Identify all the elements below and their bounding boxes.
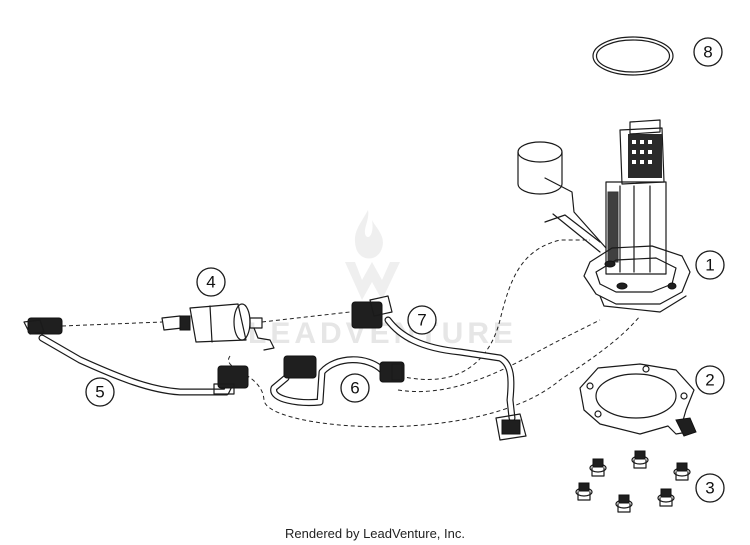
svg-text:3: 3	[705, 479, 714, 498]
callout-7: 7	[407, 305, 437, 335]
svg-text:7: 7	[417, 311, 426, 330]
part-4-fuel-filter	[161, 303, 275, 351]
svg-text:1: 1	[705, 256, 714, 275]
part-7-fuel-hose	[351, 295, 527, 441]
callout-2: 2	[695, 365, 725, 395]
part-5-fuel-hose	[23, 317, 249, 396]
callout-8: 8	[693, 37, 723, 67]
svg-text:8: 8	[703, 43, 712, 62]
svg-text:6: 6	[350, 379, 359, 398]
part-6-fuel-hose	[270, 355, 405, 406]
part-2-gasket	[579, 363, 697, 437]
callout-6: 6	[340, 373, 370, 403]
leader-lines	[61, 239, 641, 428]
svg-text:2: 2	[705, 371, 714, 390]
footer-credit: Rendered by LeadVenture, Inc.	[285, 526, 465, 541]
svg-text:5: 5	[95, 383, 104, 402]
fuel-float	[517, 141, 563, 195]
part-1-fuel-pump	[517, 119, 691, 313]
part-8-o-ring	[592, 36, 674, 76]
watermark-text: LEADVENTURE	[248, 317, 517, 350]
svg-text:4: 4	[206, 273, 215, 292]
callout-3: 3	[695, 473, 725, 503]
watermark-logo	[345, 210, 400, 300]
callout-4: 4	[196, 267, 226, 297]
part-3-bolts	[575, 450, 691, 513]
callout-5: 5	[85, 377, 115, 407]
callout-1: 1	[695, 250, 725, 280]
